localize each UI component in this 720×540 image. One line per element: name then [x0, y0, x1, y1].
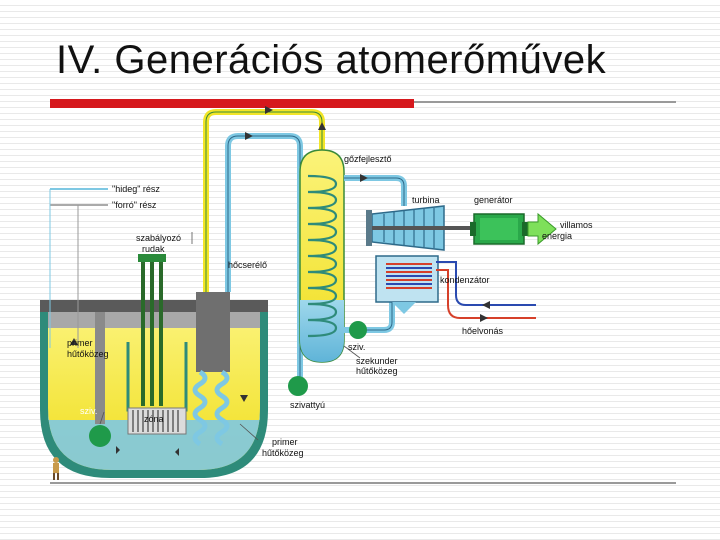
label-hideg-resz: "hideg" rész — [112, 184, 160, 194]
heat-exchanger-top — [196, 292, 230, 372]
label-rudak: rudak — [142, 244, 165, 254]
label-hocserelo: hőcserélő — [228, 260, 267, 270]
label-forro-resz: "forró" rész — [112, 200, 157, 210]
leader-lines — [99, 232, 361, 441]
turbine-shaft — [444, 226, 474, 230]
label-energia: energia — [542, 231, 572, 241]
label-turbina: turbina — [412, 195, 440, 205]
label-szekunder: szekunder — [356, 356, 398, 366]
label-villamos: villamos — [560, 220, 593, 230]
label-szivattyu: szivattyú — [290, 400, 325, 410]
steam-generator — [299, 149, 345, 363]
label-primer-left: primer — [67, 338, 93, 348]
bottom-rule — [50, 482, 676, 484]
label-hutokozeg-right: hűtőközeg — [356, 366, 398, 376]
condenser — [375, 255, 439, 314]
generator — [470, 213, 528, 245]
primary-pump — [89, 425, 111, 447]
secondary-loop — [344, 174, 407, 333]
slide-title: IV. Generációs atomerőművek — [56, 38, 607, 82]
label-hutokozeg-left: hűtőközeg — [67, 349, 109, 359]
title-underline-gray — [414, 101, 676, 103]
label-primer-bottom: primer — [272, 437, 298, 447]
heat-removal-pipes — [436, 261, 536, 322]
label-szabalyozo: szabályozó — [136, 233, 181, 243]
control-rods — [138, 254, 166, 406]
label-kondenzator: kondenzátor — [440, 275, 490, 285]
label-gozfejleszto: gőzfejlesztő — [344, 154, 392, 164]
scale-person-icon — [53, 457, 59, 480]
turbine — [366, 205, 445, 251]
secondary-pump — [349, 321, 367, 339]
label-sziv-right: sziv. — [348, 342, 365, 352]
reactor-vessel — [40, 254, 268, 478]
electricity-arrow — [527, 212, 557, 246]
label-zona: zóna — [144, 414, 164, 424]
title-underline-red — [50, 99, 414, 108]
legend — [49, 188, 108, 348]
label-generator: generátor — [474, 195, 513, 205]
label-sziv-left: sziv. — [80, 406, 97, 416]
label-hoelvonas: hőelvonás — [462, 326, 504, 336]
label-hutokozeg-bottom: hűtőközeg — [262, 448, 304, 458]
intermediate-pump — [288, 376, 308, 396]
